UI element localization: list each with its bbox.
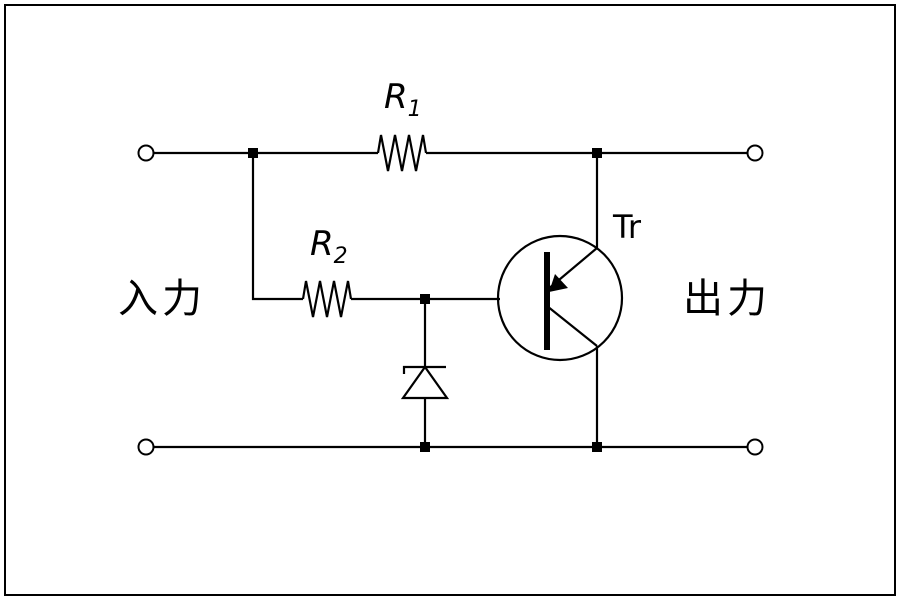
r1-label: R1 (384, 77, 422, 122)
junction-node (592, 442, 602, 452)
resistor-r2 (301, 280, 353, 318)
input-terminal-top (137, 144, 155, 162)
input-label: 入力 (118, 276, 206, 322)
r2-label: R2 (310, 224, 348, 269)
resistor-r1 (376, 134, 428, 172)
emitter-arrow-icon (549, 274, 568, 292)
junction-node (420, 442, 430, 452)
output-terminal-top (746, 144, 764, 162)
transistor-collector-lead (546, 305, 598, 347)
input-terminal-bottom (137, 438, 155, 456)
junction-node (592, 148, 602, 158)
junction-node (248, 148, 258, 158)
transistor-label: Tr (612, 208, 642, 246)
diagram-frame (4, 4, 896, 596)
zener-cathode-bar (402, 365, 446, 374)
junction-node (420, 294, 430, 304)
r2-feed-wire (251, 153, 303, 301)
output-terminal-bottom (746, 438, 764, 456)
zener-diode-triangle (400, 365, 450, 400)
output-label: 出力 (683, 276, 771, 322)
transistor-envelope (496, 234, 624, 362)
